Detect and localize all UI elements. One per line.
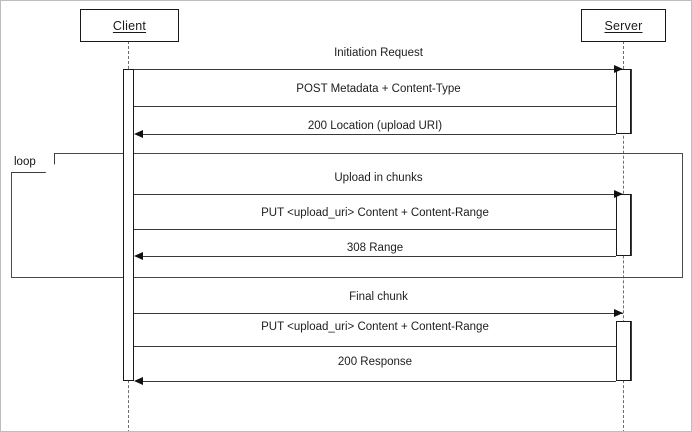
fragment-loop-label: loop xyxy=(14,155,36,168)
fragment-loop[interactable] xyxy=(11,153,683,278)
arrowhead-initiation-request xyxy=(614,65,623,73)
message-line-200-location xyxy=(138,134,616,135)
activation-server-initiation xyxy=(616,69,631,134)
message-line-final-chunk xyxy=(128,313,623,314)
arrowhead-upload-in-chunks xyxy=(614,190,623,198)
participant-server-label: Server xyxy=(604,18,643,33)
message-line-put-chunk xyxy=(134,229,616,230)
message-label-put-final: PUT <upload_uri> Content + Content-Range xyxy=(261,321,489,333)
message-line-post-metadata xyxy=(134,106,616,107)
message-line-upload-in-chunks xyxy=(128,194,623,195)
arrowhead-308-range xyxy=(134,252,143,260)
group-rule-final-right xyxy=(631,321,632,381)
fragment-loop-tag: loop xyxy=(11,153,55,173)
message-label-initiation-request: Initiation Request xyxy=(334,47,423,59)
message-line-200-response xyxy=(138,381,616,382)
activation-server-chunk xyxy=(616,194,631,256)
message-line-308-range xyxy=(138,256,616,257)
participant-client-label: Client xyxy=(112,18,147,33)
message-label-put-chunk: PUT <upload_uri> Content + Content-Range xyxy=(261,207,489,219)
message-label-post-metadata: POST Metadata + Content-Type xyxy=(296,83,461,95)
arrowhead-final-chunk xyxy=(614,309,623,317)
activation-client xyxy=(123,69,134,381)
activation-server-final xyxy=(616,321,631,381)
message-label-200-location: 200 Location (upload URI) xyxy=(307,120,443,132)
message-label-200-response: 200 Response xyxy=(337,356,413,368)
message-line-initiation-request xyxy=(128,69,623,70)
message-label-upload-in-chunks: Upload in chunks xyxy=(334,172,423,184)
participant-client[interactable]: Client xyxy=(80,9,179,42)
message-label-308-range: 308 Range xyxy=(346,242,404,254)
group-rule-chunk-right xyxy=(631,194,632,256)
participant-server[interactable]: Server xyxy=(581,9,666,42)
arrowhead-200-location xyxy=(134,130,143,138)
message-line-put-final xyxy=(134,346,616,347)
group-rule-initiation-right xyxy=(631,69,632,134)
arrowhead-200-response xyxy=(134,377,143,385)
message-label-final-chunk: Final chunk xyxy=(349,291,408,303)
